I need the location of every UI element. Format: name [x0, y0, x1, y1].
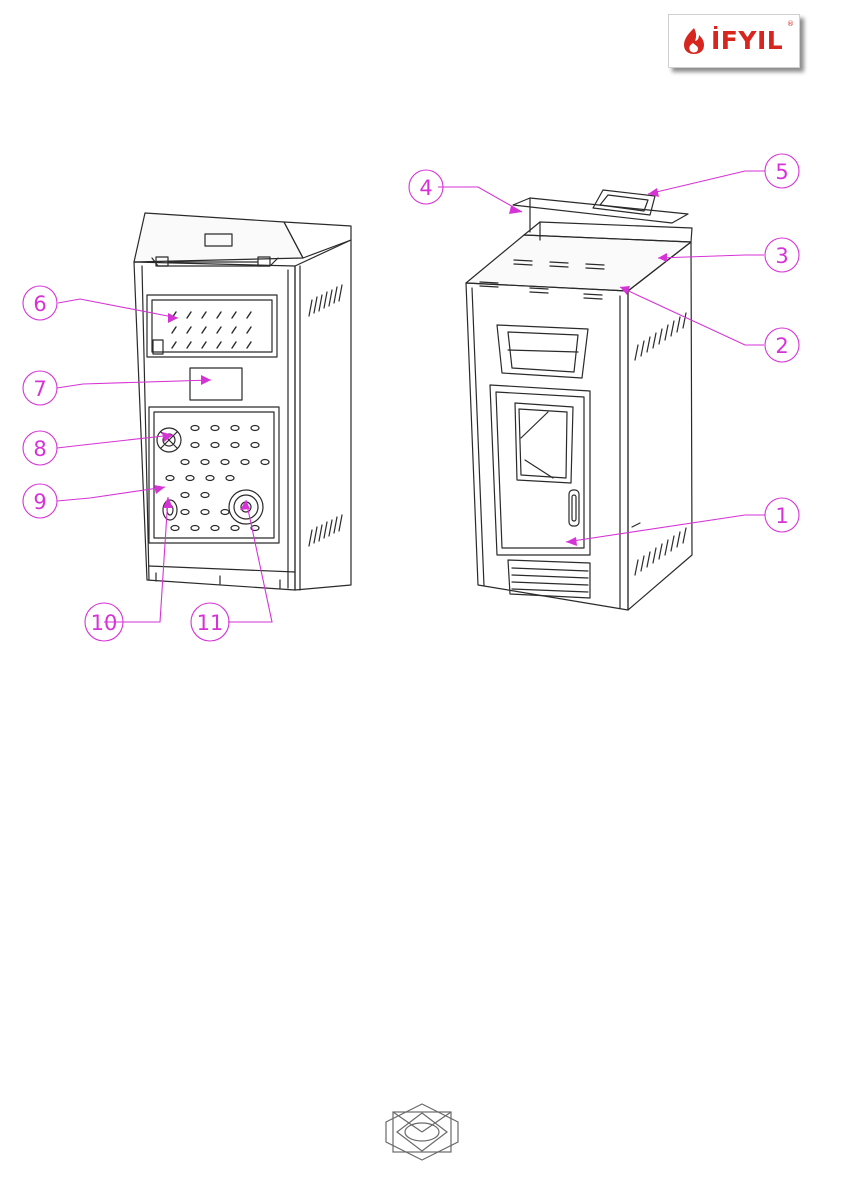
callout-label-11: 11 [197, 611, 224, 635]
callout-label-5: 5 [775, 160, 788, 184]
callout-circle-11 [191, 603, 229, 641]
callout-label-3: 3 [775, 244, 788, 268]
callout-circle-7 [23, 371, 57, 405]
callout-label-7: 7 [33, 377, 46, 401]
front-side-vents-upper [635, 313, 686, 360]
registered-mark: ® [787, 20, 794, 28]
callout-circle-1 [765, 498, 799, 532]
callout-circle-2 [765, 328, 799, 362]
callout-circle-6 [23, 286, 57, 320]
top-vent-slots [480, 260, 604, 299]
callout-label-2: 2 [775, 334, 788, 358]
callout-label-10: 10 [91, 611, 118, 635]
callout-circle-9 [23, 484, 57, 518]
lower-panel-holes [166, 426, 269, 531]
side-vents-upper [309, 285, 342, 316]
front-side-vents-lower [635, 528, 686, 575]
callout-circle-3 [765, 238, 799, 272]
callout-circle-5 [765, 154, 799, 188]
brand-logo: İFYIL ® [668, 14, 800, 68]
callout-label-8: 8 [33, 437, 46, 461]
callout-circle-4 [409, 170, 443, 204]
stove-front-view [466, 190, 692, 610]
flame-icon [679, 26, 709, 56]
callout-label-9: 9 [33, 490, 46, 514]
callout-label-1: 1 [775, 504, 788, 528]
callout-circle-10 [85, 603, 123, 641]
callout-label-4: 4 [419, 176, 432, 200]
stove-back-view [134, 213, 351, 590]
callout-label-6: 6 [33, 292, 46, 316]
callout-circle-8 [23, 431, 57, 465]
geometric-ornament-icon [386, 1104, 458, 1160]
brand-name: İFYIL [711, 24, 783, 58]
side-vents-lower [309, 515, 342, 546]
